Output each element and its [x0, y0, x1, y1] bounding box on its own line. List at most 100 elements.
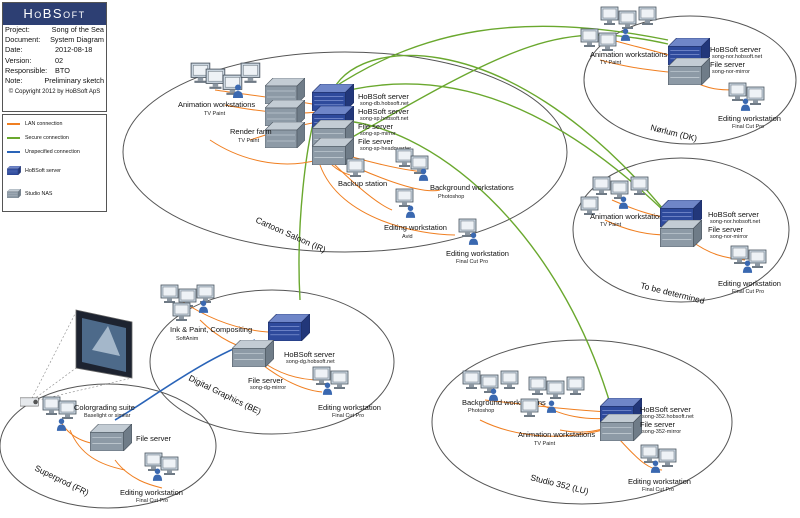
studio-nas-icon [7, 189, 21, 198]
norlum-srv-sub: song-nor.hobsoft.net [712, 54, 763, 60]
site-ellipse-cartoon [122, 51, 568, 253]
title-row-date: Date:2012-08-18 [3, 45, 106, 55]
tbd-anim-sub: TV Paint [600, 222, 622, 228]
digital-srv-title: HoBSoft server [284, 350, 335, 359]
tbd-anim-title: Animation workstations [590, 212, 667, 221]
digital-fs-sub: song-dg-mirror [250, 385, 286, 391]
norlum-edit-sub: Final Cut Pro [732, 124, 764, 130]
render-farm-title: Render farm [230, 127, 272, 136]
norlum-editing [728, 82, 765, 111]
projection-screen [29, 309, 133, 403]
legend-secure: Secure connection [7, 135, 69, 141]
document-value: System Diagram [50, 35, 104, 45]
secure-line-swatch [7, 137, 20, 139]
norlum-fs-title: File server [710, 60, 746, 69]
cartoon-fs2-title: File server [358, 137, 394, 146]
lan-line-swatch [7, 123, 20, 125]
tbd-srv-sub: song-nor.hobsoft.net [710, 219, 761, 225]
hobsoft-server-icon [7, 166, 21, 175]
studio352-fs-sub: song-352-mirror [642, 429, 681, 435]
date-value: 2012-08-18 [55, 45, 93, 55]
norlum-file-server [668, 58, 710, 85]
responsible-key: Responsible: [5, 65, 48, 75]
legend-secure-label: Secure connection [25, 135, 69, 141]
render-farm [265, 78, 305, 148]
tbd-file-server [660, 220, 702, 247]
norlum-srv-title: HoBSoft server [710, 45, 761, 54]
title-block: HoBSoft Project:Song of the Sea Document… [2, 2, 107, 112]
version-value: 02 [55, 55, 64, 65]
title-row-project: Project:Song of the Sea [3, 25, 106, 35]
site-ellipse-superprod [0, 383, 217, 509]
render-farm-sub: TV Paint [238, 138, 260, 144]
note-value: Preliminary sketch [44, 75, 104, 85]
cartoon-edit1-title: Editing workstation [384, 223, 447, 232]
legend-hobsoft-server: HoBSoft server [7, 166, 61, 175]
studio352-srv-sub: song-352.hobsoft.net [642, 414, 694, 420]
backup-station [346, 158, 365, 178]
cartoon-server-stack [312, 84, 354, 165]
cartoon-srv2-title: HoBSoft server [358, 107, 409, 116]
cartoon-fs2-sub: song-sp-headquarter [360, 146, 411, 152]
digital-edit-title: Editing workstation [318, 403, 381, 412]
site-ellipse-studio352 [431, 339, 733, 505]
tbd-fs-sub: song-nor-mirror [710, 234, 748, 240]
site-ellipses [0, 15, 797, 509]
studio352-background-workstations [462, 370, 519, 401]
digital-srv-sub: song-dg.hobsoft.net [286, 359, 335, 365]
digital-ink-title: Ink & Paint, Compositing [170, 325, 252, 334]
tbd-edit-title: Editing workstation [718, 279, 781, 288]
legend: LAN connection Secure connection Unspeci… [2, 114, 107, 212]
legend-studio-nas-label: Studio NAS [25, 190, 53, 197]
site-cartoon-saloon: Animation workstations TV Paint Render f… [178, 62, 514, 265]
hobsoft-logo: HoBSoft [3, 3, 106, 25]
tbd-editing [730, 245, 767, 273]
norlum-edit-title: Editing workstation [718, 114, 781, 123]
legend-lan: LAN connection [7, 121, 62, 127]
superprod-site-name: Superprod (FR) [33, 463, 91, 498]
studio352-edit-sub: Final Cut Pro [642, 487, 674, 493]
cartoon-srv1-title: HoBSoft server [358, 92, 409, 101]
site-ellipse-digital [149, 289, 395, 435]
legend-studio-nas: Studio NAS [7, 189, 52, 198]
site-ellipse-norlum [583, 15, 797, 145]
colorgrading-suite [42, 396, 77, 431]
legend-unspecified: Unspecified connection [7, 149, 80, 155]
title-row-version: Version: 02 [3, 56, 106, 66]
legend-hobsoft-server-label: HoBSoft server [25, 167, 61, 174]
cartoon-bg-title: Background workstations [430, 183, 514, 192]
tbd-animation-workstations [580, 176, 649, 216]
digital-ink-sub: SoftAnim [176, 336, 199, 342]
site-studio-352: Background workstations Photoshop Animat… [462, 370, 694, 496]
cartoon-background-workstations [395, 148, 429, 181]
version-key: Version: [5, 55, 32, 65]
norlum-fs-sub: song-nor-mirror [712, 69, 750, 75]
cartoon-editing-fcp [458, 218, 479, 245]
superprod-edit-title: Editing workstation [120, 488, 183, 497]
digital-hobsoft-server [268, 314, 310, 341]
title-row-responsible: Responsible:BTO [3, 66, 106, 76]
tbd-edit-sub: Final Cut Pro [732, 289, 764, 295]
studio352-anim-sub: TV Paint [534, 441, 556, 447]
studio352-bg-sub: Photoshop [468, 408, 494, 414]
digital-ink-workstations [160, 284, 215, 322]
title-row-note: Note:Preliminary sketch [3, 76, 106, 86]
document-key: Document: [5, 35, 41, 45]
tbd-srv-title: HoBSoft server [708, 210, 759, 219]
unspecified-line-swatch [7, 151, 20, 153]
superprod-cg-title: Colorgrading suite [74, 403, 135, 412]
cartoon-fs1-sub: song-sp-mirror [360, 131, 396, 137]
legend-unspecified-label: Unspecified connection [25, 149, 80, 155]
cartoon-srv1-sub: song-db.hobsoft.net [360, 101, 409, 107]
norlum-anim-title: Animation workstations [590, 50, 667, 59]
studio352-site-name: Studio 352 (LU) [530, 472, 590, 496]
site-to-be-determined: Animation workstations TV Paint HoBSoft … [580, 176, 781, 306]
legend-lan-label: LAN connection [25, 121, 63, 127]
site-ellipse-tbd [572, 157, 790, 303]
studio352-srv-title: HoBSoft server [640, 405, 691, 414]
digital-file-server [232, 340, 274, 367]
superprod-edit-sub: Final Cut Pro [136, 498, 168, 504]
cartoon-edit2-sub: Final Cut Pro [456, 259, 488, 265]
superprod-fs-title: File server [136, 434, 172, 443]
